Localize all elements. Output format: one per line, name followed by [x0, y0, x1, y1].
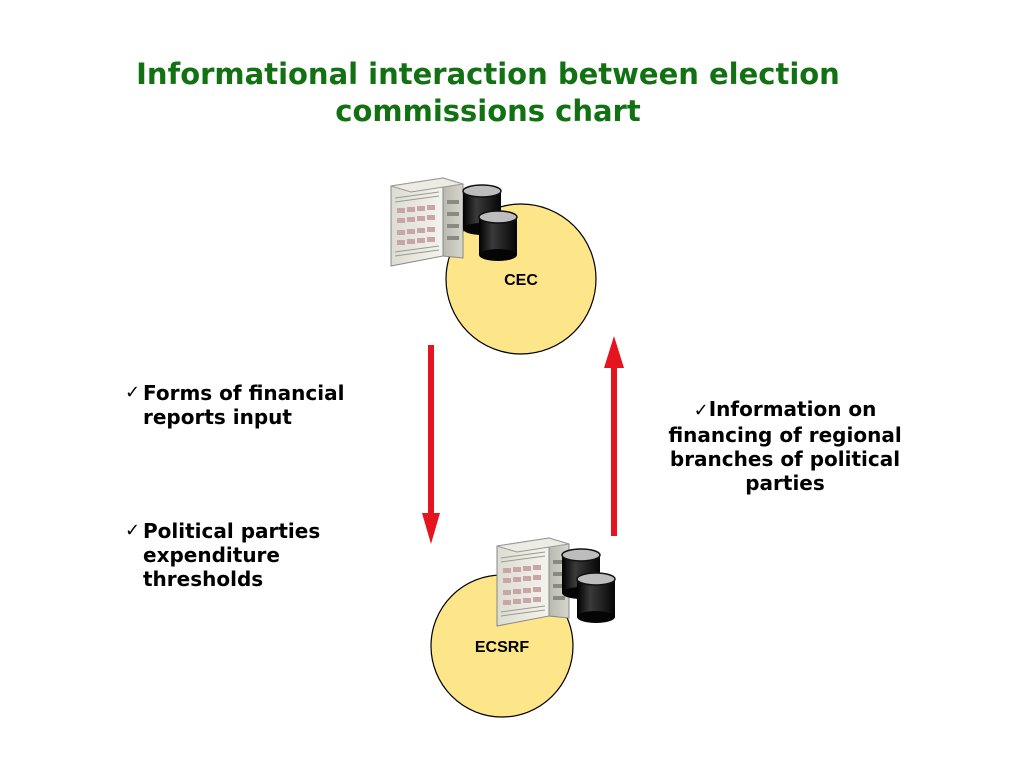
- title-line-2: commissions chart: [335, 94, 641, 128]
- ecsrf-label: ECSRF: [475, 639, 529, 656]
- bullet-financial-reports: ✓ Forms of financial reports input: [125, 381, 345, 429]
- bullet-line: Political parties: [143, 519, 321, 543]
- database-icon: [576, 572, 616, 624]
- node-ecsrf: ECSRF: [430, 537, 616, 718]
- bullet-expenditure-thresholds: ✓ Political parties expenditure threshol…: [125, 519, 321, 591]
- bullet-line: expenditure: [143, 543, 280, 567]
- server-icon: [496, 537, 570, 627]
- check-icon: ✓: [125, 382, 141, 403]
- bullet-regional-financing: ✓Information on financing of regional br…: [640, 397, 930, 495]
- title-line-1: Informational interaction between electi…: [136, 57, 840, 91]
- bullet-line: Forms of financial: [143, 381, 345, 405]
- node-cec: CEC: [390, 177, 597, 355]
- bullet-line: financing of regional: [668, 423, 902, 447]
- page-title: Informational interaction between electi…: [0, 56, 976, 130]
- database-icon: [478, 210, 518, 262]
- check-icon: ✓: [693, 400, 709, 421]
- bullet-line: parties: [745, 471, 825, 495]
- arrow-down: [422, 345, 440, 544]
- arrow-up: [604, 336, 624, 536]
- bullet-line: ✓Information on: [640, 397, 930, 423]
- cec-label: CEC: [504, 272, 538, 289]
- bullet-line: reports input: [143, 405, 292, 429]
- check-icon: ✓: [125, 520, 141, 541]
- bullet-line: branches of political: [669, 447, 901, 471]
- bullet-line-text: Information on: [708, 397, 877, 421]
- bullet-line: thresholds: [143, 567, 264, 591]
- server-icon: [390, 177, 464, 267]
